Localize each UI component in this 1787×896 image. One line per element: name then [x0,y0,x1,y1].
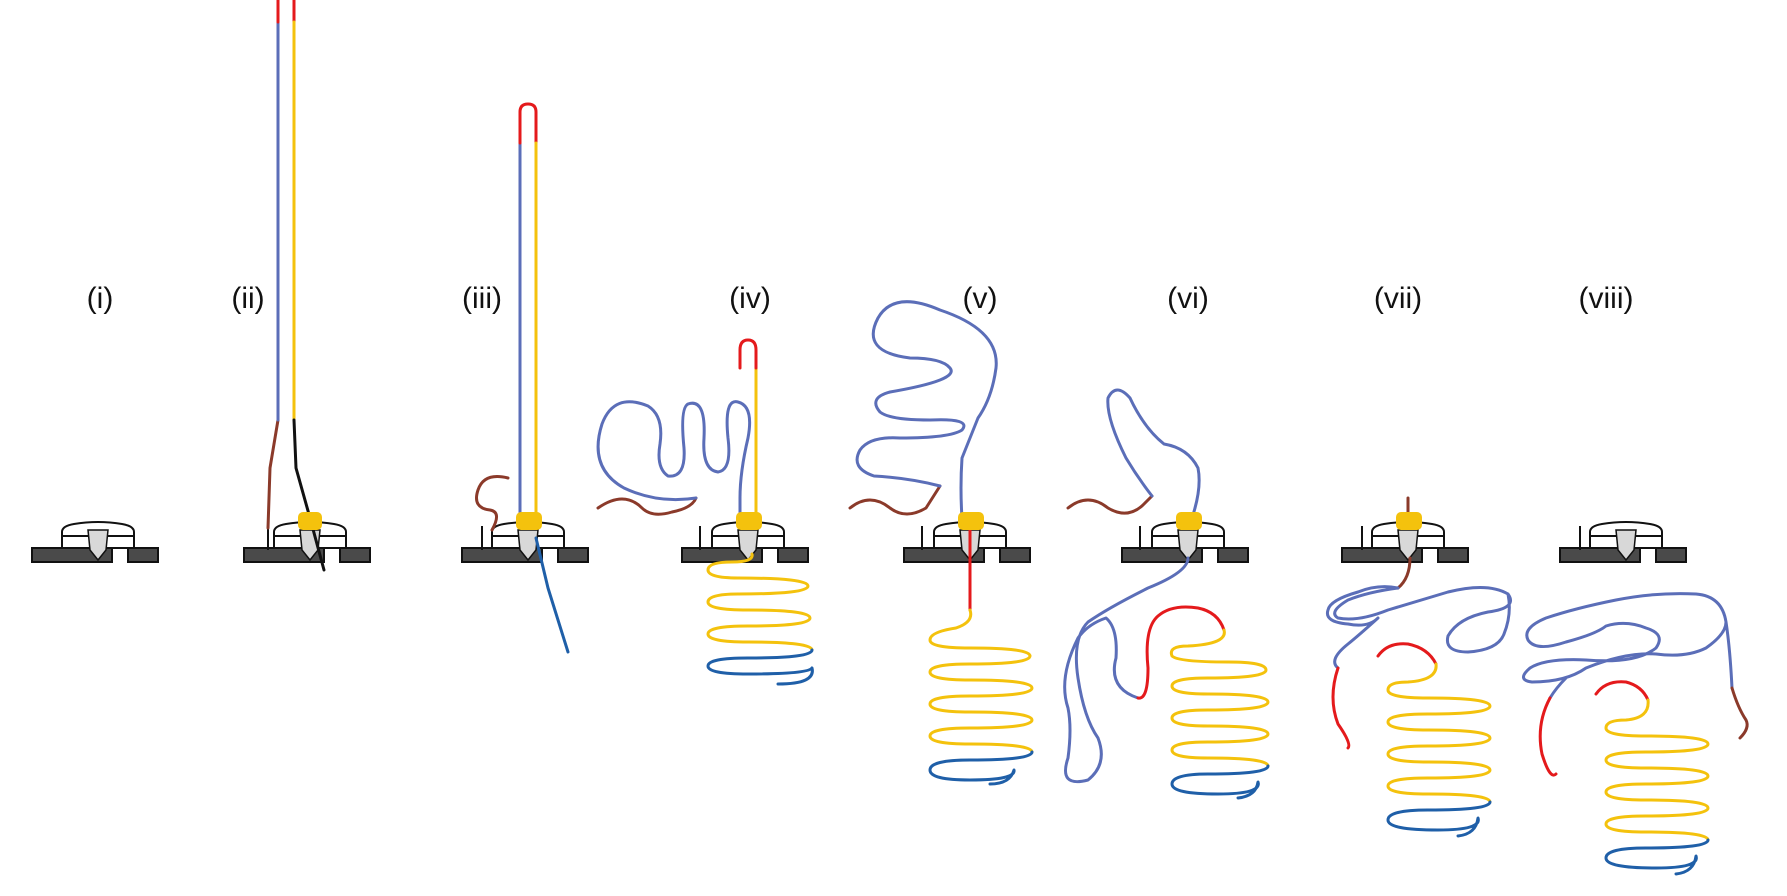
strand-blue-loops [855,300,998,520]
motor-protein [1396,512,1422,530]
nanopore-base [31,521,159,563]
panel-viii [1522,521,1749,876]
strand-yellow-coil [928,608,1034,754]
strand-brown [1730,686,1749,740]
strand-darkblue [534,536,570,654]
strand-blue-loop-bottom [1063,556,1190,784]
strand-blue-loops [1325,585,1512,670]
panel-iii [461,102,589,654]
motor-protein [516,512,542,530]
motor-protein [958,512,984,530]
strand-red-arc [1331,642,1438,750]
panel-label-v: (v) [963,282,998,315]
strand-brown [475,475,510,532]
panel-v [848,300,1034,786]
motor-protein [736,512,762,530]
strand-black [292,418,326,572]
panel-ii [243,0,371,572]
strand-blue-loops [596,400,752,520]
strand-red-arc [1136,605,1226,700]
panel-label-vii: (vii) [1374,282,1422,315]
strand-darkblue-coil [1170,764,1270,800]
strand-blue-loop-top [1106,388,1201,520]
strand-brown [1066,494,1154,515]
motor-protein [1176,512,1202,530]
strand-yellow-coil [1169,628,1270,768]
panel-iv [596,338,814,686]
strand-yellow-coil [1604,698,1710,842]
panel-label-vi: (vi) [1167,282,1209,315]
strand-yellow-coil [706,552,814,652]
strand-brown [266,418,280,530]
panel-label-iv: (iv) [729,282,771,315]
motor-protein [298,512,322,530]
panel-label-i: (i) [87,282,114,315]
strand-blue-loops [1522,592,1734,700]
panel-label-ii: (ii) [231,282,264,315]
strand-brown [848,484,942,516]
strand-darkblue-coil [1386,800,1492,838]
panel-label-viii: (viii) [1579,282,1634,315]
strand-red-arc [1538,680,1650,777]
strand-darkblue-coil [1604,838,1710,876]
nanopore-base [1559,521,1687,563]
panel-label-iii: (iii) [462,282,502,315]
strand-darkblue-coil [706,648,814,686]
panel-i [31,521,159,563]
strand-red-hairpin [518,102,538,145]
panel-vi [1063,388,1270,800]
strand-brown [596,496,698,516]
strand-darkblue-coil [928,750,1034,786]
strand-red-hairpin [276,0,296,24]
strand-red-hairpin [738,338,758,370]
panel-vii [1325,496,1512,838]
strand-yellow-coil [1386,662,1492,804]
